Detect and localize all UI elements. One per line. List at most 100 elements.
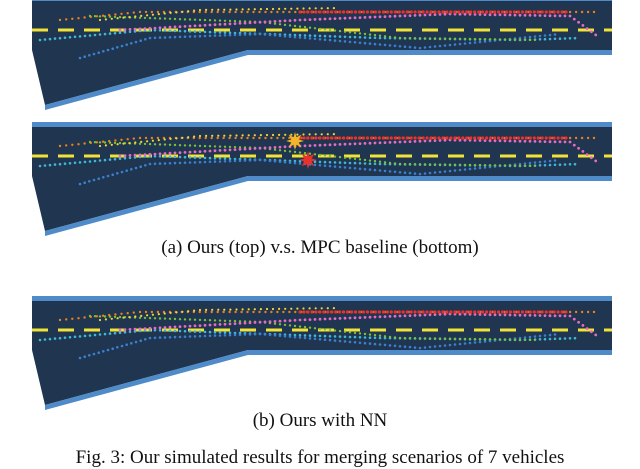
trajectory-dot	[243, 159, 247, 162]
trajectory-dot	[228, 10, 231, 14]
trajectory-dot	[48, 37, 52, 41]
trajectory-dot	[114, 139, 117, 142]
trajectory-dot	[283, 23, 287, 27]
trajectory-dot	[378, 36, 382, 40]
trajectory-dot	[573, 36, 577, 40]
trajectory-dot	[423, 13, 427, 17]
trajectory-dot	[465, 310, 469, 314]
trajectory-dot	[218, 323, 222, 326]
trajectory-dot	[378, 15, 382, 19]
trajectory-dot	[577, 20, 580, 24]
trajectory-dot	[283, 19, 287, 23]
trajectory-dot	[123, 154, 127, 158]
trajectory-dot	[385, 10, 389, 14]
trajectory-dot	[586, 10, 590, 14]
trajectory-dot	[83, 181, 86, 184]
trajectory-dot	[298, 18, 302, 22]
trajectory-dot	[518, 164, 522, 167]
trajectory-dot	[302, 307, 305, 310]
trajectory-dot	[208, 149, 212, 153]
trajectory-dot	[413, 46, 417, 49]
trajectory-dot	[178, 18, 182, 21]
trajectory-dot	[308, 318, 312, 321]
explosion-icon	[299, 151, 317, 169]
trajectory-dot	[443, 138, 447, 142]
trajectory-dot	[118, 31, 122, 34]
trajectory-dot	[388, 335, 392, 339]
trajectory-dot	[453, 310, 457, 314]
trajectory-dot	[208, 30, 212, 34]
trajectory-dot	[437, 10, 441, 14]
trajectory-dot	[437, 310, 441, 314]
trajectory-dot	[413, 310, 417, 314]
trajectory-dot	[294, 10, 297, 14]
trajectory-dot	[169, 11, 172, 14]
trajectory-dot	[93, 333, 97, 337]
trajectory-dot	[116, 346, 119, 349]
trajectory-dot	[453, 136, 457, 140]
trajectory-dot	[353, 31, 357, 35]
trajectory-dot	[488, 339, 492, 343]
trajectory-dot	[143, 27, 147, 30]
trajectory-dot	[528, 161, 532, 165]
trajectory-dot	[458, 42, 462, 46]
trajectory-dot	[298, 310, 302, 314]
trajectory-dot	[408, 45, 412, 49]
trajectory-dot	[481, 136, 485, 140]
trajectory-dot	[273, 160, 277, 163]
trajectory-dot	[318, 17, 322, 21]
trajectory-dot	[540, 310, 544, 314]
trajectory-dot	[258, 136, 261, 140]
trajectory-dot	[443, 344, 447, 347]
trajectory-dot	[308, 18, 312, 21]
trajectory-dot	[433, 139, 437, 143]
trajectory-dot	[503, 313, 507, 317]
trajectory-dot	[528, 10, 532, 14]
trajectory-dot	[58, 318, 62, 322]
trajectory-dot	[65, 18, 68, 21]
trajectory-dot	[564, 10, 568, 14]
trajectory-dot	[488, 313, 492, 317]
trajectory-dot	[103, 32, 107, 36]
trajectory-dot	[188, 318, 192, 321]
trajectory-dot	[328, 28, 332, 32]
trajectory-dot	[465, 10, 469, 14]
trajectory-dot	[228, 157, 232, 161]
trajectory-dot	[453, 37, 457, 40]
trajectory-dot	[43, 38, 47, 41]
trajectory-dot	[144, 164, 147, 167]
trajectory-dot	[381, 310, 385, 314]
trajectory-dot	[536, 310, 540, 314]
trajectory-dot	[211, 8, 214, 11]
trajectory-dot	[413, 163, 417, 166]
trajectory-dot	[103, 15, 107, 18]
trajectory-dot	[338, 17, 342, 20]
trajectory-dot	[88, 34, 92, 37]
trajectory-dot	[403, 36, 407, 40]
trajectory-dot	[163, 326, 167, 329]
trajectory-dot	[163, 162, 167, 165]
trajectory-dot	[218, 160, 222, 163]
trajectory-dot	[303, 151, 307, 155]
trajectory-dot	[293, 161, 297, 165]
trajectory-dot	[543, 163, 547, 167]
road-surface	[32, 300, 612, 405]
trajectory-dot	[373, 310, 377, 314]
trajectory-dot	[313, 27, 317, 30]
trajectory-dot	[365, 136, 370, 140]
trajectory-dot	[563, 37, 567, 40]
trajectory-dot	[88, 180, 91, 183]
trajectory-dot	[223, 157, 227, 160]
trajectory-dot	[448, 43, 452, 47]
trajectory-dot	[303, 25, 307, 29]
trajectory-dot	[228, 145, 232, 149]
trajectory-dot	[346, 136, 350, 140]
trajectory-dot	[48, 163, 52, 167]
trajectory-dot	[128, 142, 131, 145]
trajectory-dot	[113, 331, 117, 335]
trajectory-dot	[508, 38, 512, 41]
trajectory-dot	[398, 162, 402, 166]
trajectory-dot	[445, 310, 449, 314]
trajectory-dot	[106, 48, 110, 52]
trajectory-dot	[433, 313, 437, 316]
